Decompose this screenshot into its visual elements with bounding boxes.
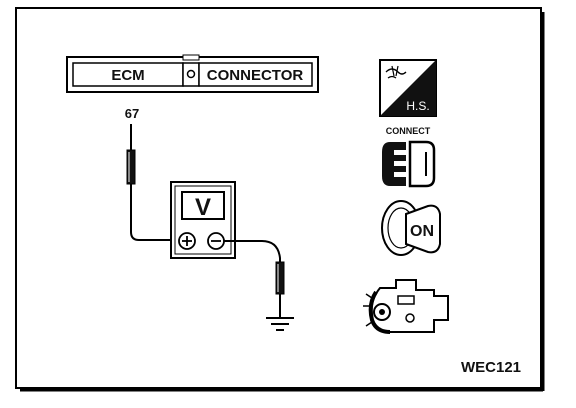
pin-number-label: 67 [125, 106, 139, 121]
connect-label: CONNECT [386, 126, 431, 136]
meter-display [181, 191, 225, 220]
ecm-connector-box: ECM CONNECTOR [66, 54, 319, 93]
figure-code-label: WEC121 [461, 359, 521, 376]
ground-icon [266, 317, 294, 331]
key-on-label: ON [410, 223, 434, 240]
hs-label: H.S. [406, 99, 429, 113]
connect-icon: CONNECT [382, 126, 436, 188]
ecm-label: ECM [111, 67, 144, 84]
connector-pin-icon [186, 69, 196, 79]
ignition-key-on-icon: ON [381, 200, 441, 256]
hs-harness-icon: H.S. [379, 59, 437, 117]
meter-display-text: V [195, 194, 211, 221]
negative-probe [224, 240, 285, 318]
voltmeter: V [170, 181, 236, 259]
engine-icon [363, 279, 449, 334]
positive-probe [126, 124, 176, 241]
connector-label: CONNECTOR [207, 67, 304, 84]
